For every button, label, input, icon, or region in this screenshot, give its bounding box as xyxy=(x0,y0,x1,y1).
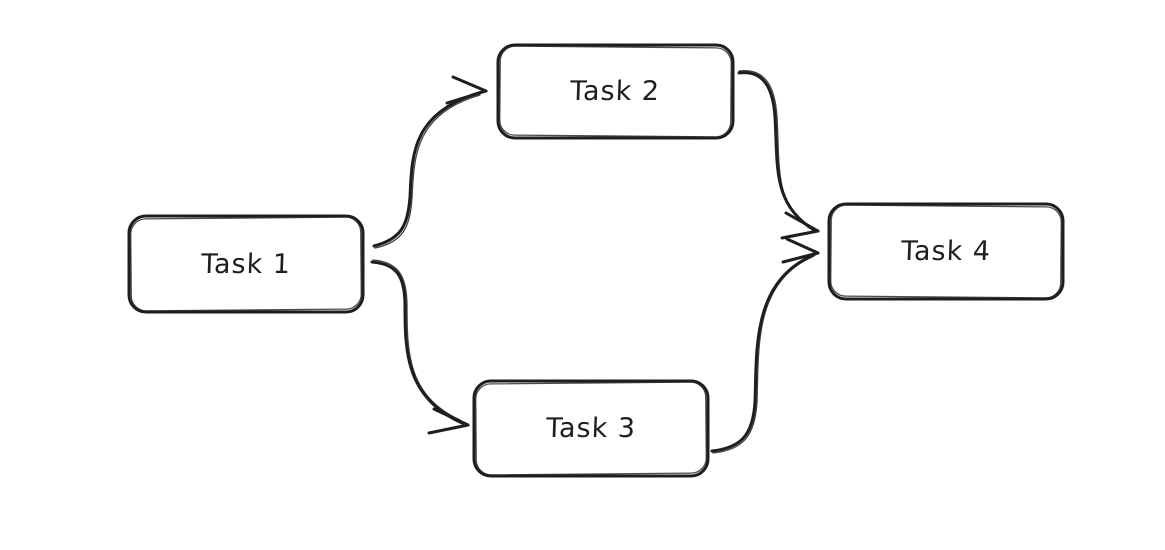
node-task-2-label: Task 2 xyxy=(569,76,662,107)
node-box-task1 xyxy=(127,214,365,314)
node-box-task3 xyxy=(472,379,710,478)
edge-task3-task4[interactable] xyxy=(710,237,820,454)
node-task-4[interactable]: Task 4 xyxy=(829,204,1063,299)
arrowhead-task4-upper xyxy=(784,211,820,233)
arrowhead-task4-lower xyxy=(785,237,820,255)
node-box-task4 xyxy=(827,202,1065,301)
node-task-1-label: Task 1 xyxy=(200,248,292,280)
node-task-3-label: Task 3 xyxy=(545,413,637,444)
node-box-task2 xyxy=(496,43,735,140)
edge-task2-task4[interactable] xyxy=(737,70,820,240)
node-task-2[interactable]: Task 2 xyxy=(498,45,733,138)
arrowhead-task3 xyxy=(432,407,470,427)
node-task-4-label: Task 4 xyxy=(900,236,992,267)
edge-task1-task3[interactable] xyxy=(370,259,470,435)
node-task-3[interactable]: Task 3 xyxy=(474,381,708,476)
edge-task1-task2[interactable] xyxy=(372,75,488,249)
arrowhead-task2 xyxy=(451,75,488,93)
node-task-1[interactable]: Task 1 xyxy=(129,216,363,312)
